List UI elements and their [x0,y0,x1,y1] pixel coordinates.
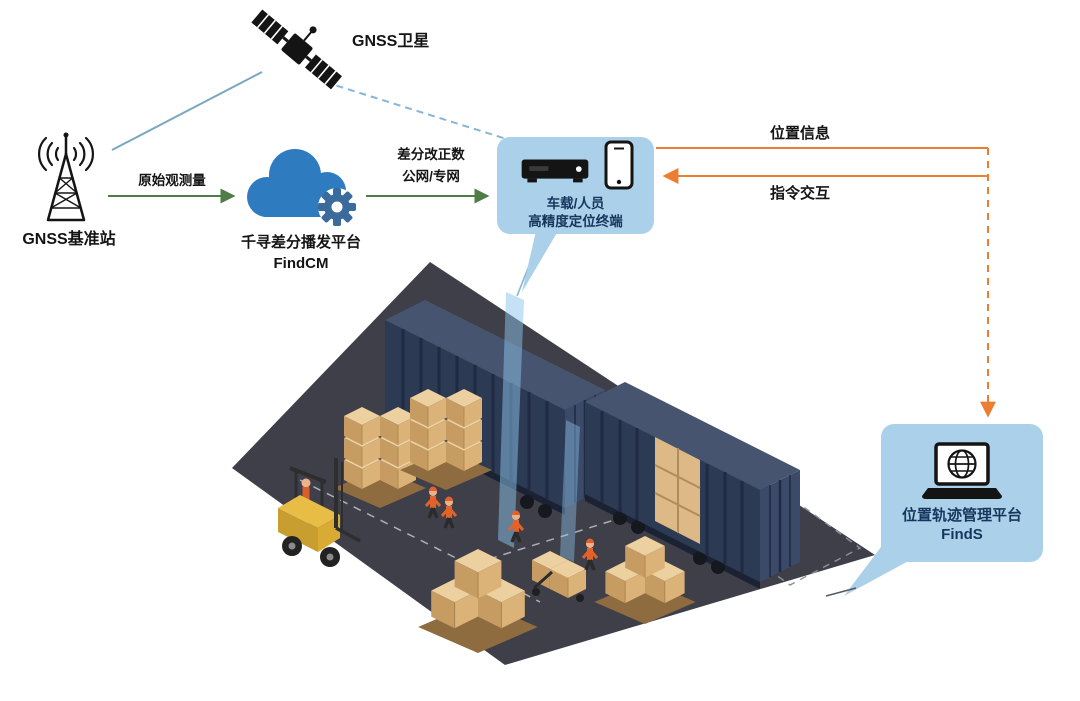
base-station-label: GNSS基准站 [22,231,116,248]
link-satellite-basestation [111,71,263,151]
terminal-bubble-tail [522,231,558,292]
terminal-label-line1: 车载/人员 [546,196,605,212]
satellite-label: GNSS卫星 [352,33,430,50]
positioning-beam-left [498,292,524,548]
forklift [278,458,361,567]
smartphone-icon [604,140,633,190]
qianxun-cloud-icon [247,149,356,226]
laptop-globe-icon [922,441,1002,499]
cloud-platform-subtitle: FindCM [273,255,329,272]
pallet-stacks [334,389,696,653]
platform-label-line1: 位置轨迹管理平台 [901,506,1022,524]
corrections-label-line1: 差分改正数 [397,147,465,162]
gnss-satellite-icon [251,9,342,90]
platform-card: 位置轨迹管理平台 FindS [881,424,1043,562]
positioning-beam-right [560,420,580,562]
terminal-label-line2: 高精度定位终端 [528,214,623,229]
cloud-platform-title: 千寻差分播发平台 [240,234,361,251]
container-right [585,382,800,589]
link-satellite-terminal [324,81,517,143]
terminal-icons [518,140,634,190]
command-interaction-label: 指令交互 [769,185,830,202]
leader-platform-to-scene [825,587,857,597]
gnss-base-station-icon [38,132,94,222]
terminal-card: 车载/人员 高精度定位终端 [497,137,654,234]
corrections-label-line2: 公网/专网 [402,169,460,184]
vehicle-terminal-box-icon [521,159,588,183]
position-info-label: 位置信息 [769,125,830,142]
platform-label-line2: FindS [941,526,983,543]
gear-icon [318,188,356,226]
raw-observations-label: 原始观测量 [138,173,206,188]
